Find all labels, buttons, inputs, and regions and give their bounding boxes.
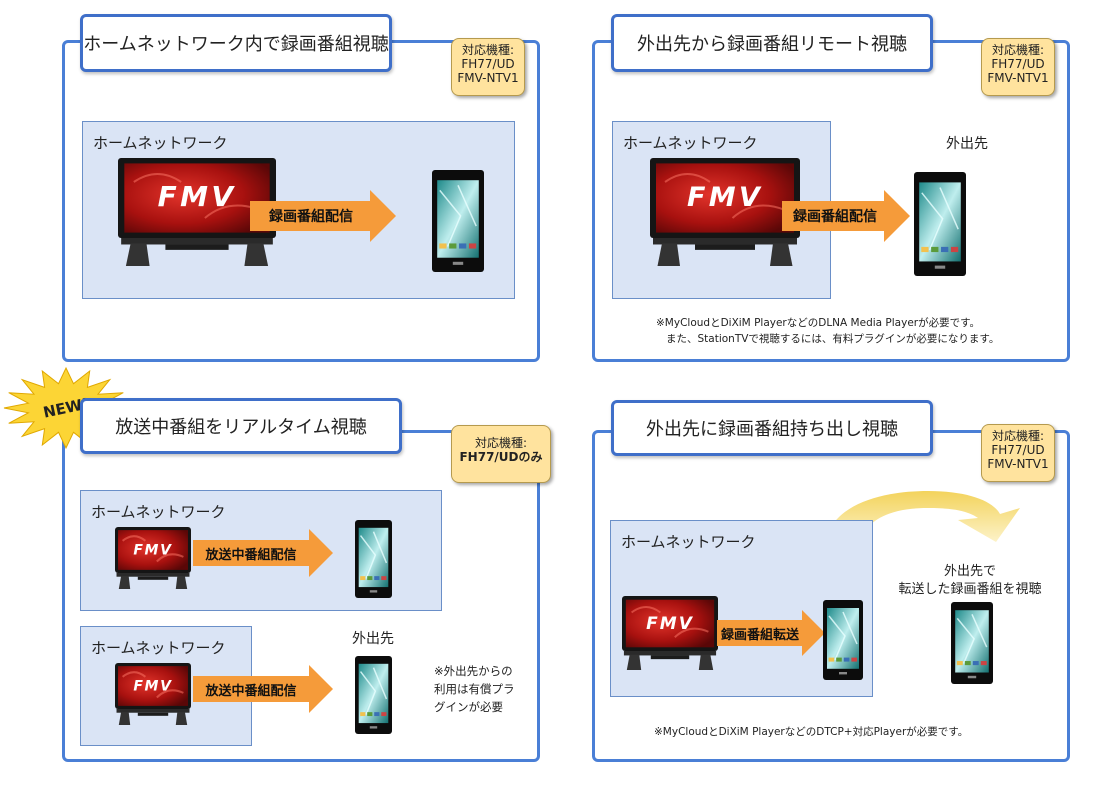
svg-text:FMV: FMV xyxy=(687,182,763,213)
requirement-note: ※MyCloudとDiXiM PlayerなどのDTCP+対応Playerが必要… xyxy=(654,724,968,740)
arrow-label: 放送中番組配信 xyxy=(205,683,297,699)
svg-text:FMV: FMV xyxy=(646,614,694,634)
badge-line: FH77/UD xyxy=(991,57,1045,71)
fmv-pc-icon: FMV xyxy=(115,527,191,589)
badge-line: 対応機種: xyxy=(461,43,515,57)
requirement-note: ※外出先からの 利用は有償プラ グインが必要 xyxy=(434,662,515,716)
badge-line: FH77/UDのみ xyxy=(459,450,543,464)
transfer-arrow: 録画番組転送 xyxy=(717,610,825,656)
smartphone-icon xyxy=(951,602,993,684)
note-line: グインが必要 xyxy=(434,700,503,714)
fmv-pc-icon: FMV xyxy=(650,158,800,266)
note-line: また、StationTVで視聴するには、有料プラグインが必要になります。 xyxy=(666,333,1000,345)
destination-label: 外出先 xyxy=(352,631,394,647)
compatible-models-badge: 対応機種: FH77/UD FMV-NTV1 xyxy=(451,38,525,96)
destination-line: 外出先で xyxy=(943,564,996,579)
svg-text:FMV: FMV xyxy=(133,543,172,559)
smartphone-icon xyxy=(823,600,863,680)
badge-line: FMV-NTV1 xyxy=(987,457,1049,471)
fmv-pc-icon: FMV xyxy=(115,663,191,725)
arrow-label: 録画番組配信 xyxy=(269,209,353,225)
badge-line: 対応機種: xyxy=(991,43,1045,57)
compatible-models-badge: 対応機種: FH77/UD FMV-NTV1 xyxy=(981,424,1055,482)
stream-arrow: 録画番組配信 xyxy=(250,190,396,242)
destination-label: 外出先 xyxy=(946,136,988,152)
badge-line: FMV-NTV1 xyxy=(457,71,519,85)
note-line: 利用は有償プラ xyxy=(434,682,515,696)
home-network-label: ホームネットワーク xyxy=(621,533,756,551)
stream-arrow: 録画番組配信 xyxy=(782,190,910,242)
badge-line: 対応機種: xyxy=(474,436,528,450)
arrow-label: 録画番組転送 xyxy=(720,627,799,643)
note-line: ※外出先からの xyxy=(434,664,513,678)
panel-title: 外出先に録画番組持ち出し視聴 xyxy=(611,400,933,456)
smartphone-icon xyxy=(432,170,484,272)
note-line: ※MyCloudとDiXiM PlayerなどのDLNA Media Playe… xyxy=(656,317,981,329)
panel-title: 放送中番組をリアルタイム視聴 xyxy=(80,398,402,454)
smartphone-icon xyxy=(355,520,392,598)
stream-arrow: 放送中番組配信 xyxy=(193,665,333,713)
note-line: ※MyCloudとDiXiM PlayerなどのDTCP+対応Playerが必要… xyxy=(654,726,969,738)
home-network-label: ホームネットワーク xyxy=(91,639,226,657)
takeout-curved-arrow xyxy=(818,486,1028,556)
badge-line: FMV-NTV1 xyxy=(987,71,1049,85)
home-network-label: ホームネットワーク xyxy=(623,134,758,152)
svg-text:FMV: FMV xyxy=(133,679,172,695)
svg-text:FMV: FMV xyxy=(158,180,237,213)
stream-arrow: 放送中番組配信 xyxy=(193,529,333,577)
badge-line: FH77/UD xyxy=(461,57,515,71)
badge-line: 対応機種: xyxy=(991,429,1045,443)
requirement-note: ※MyCloudとDiXiM PlayerなどのDLNA Media Playe… xyxy=(656,315,999,347)
panel-title: 外出先から録画番組リモート視聴 xyxy=(611,14,933,72)
fmv-pc-icon: FMV xyxy=(118,158,276,266)
fmv-pc-icon: FMV xyxy=(622,596,718,670)
smartphone-icon xyxy=(914,172,966,276)
arrow-label: 放送中番組配信 xyxy=(205,547,297,563)
compatible-models-badge: 対応機種: FH77/UD FMV-NTV1 xyxy=(981,38,1055,96)
compatible-models-badge: 対応機種: FH77/UDのみ xyxy=(451,425,551,483)
smartphone-icon xyxy=(355,656,392,734)
destination-line: 転送した録画番組を視聴 xyxy=(898,582,1042,597)
arrow-label: 録画番組配信 xyxy=(793,209,877,225)
badge-line: FH77/UD xyxy=(991,443,1045,457)
home-network-label: ホームネットワーク xyxy=(93,134,228,152)
home-network-label: ホームネットワーク xyxy=(91,503,226,521)
destination-label: 外出先で 転送した録画番組を視聴 xyxy=(880,563,1060,599)
panel-title: ホームネットワーク内で録画番組視聴 xyxy=(80,14,392,72)
